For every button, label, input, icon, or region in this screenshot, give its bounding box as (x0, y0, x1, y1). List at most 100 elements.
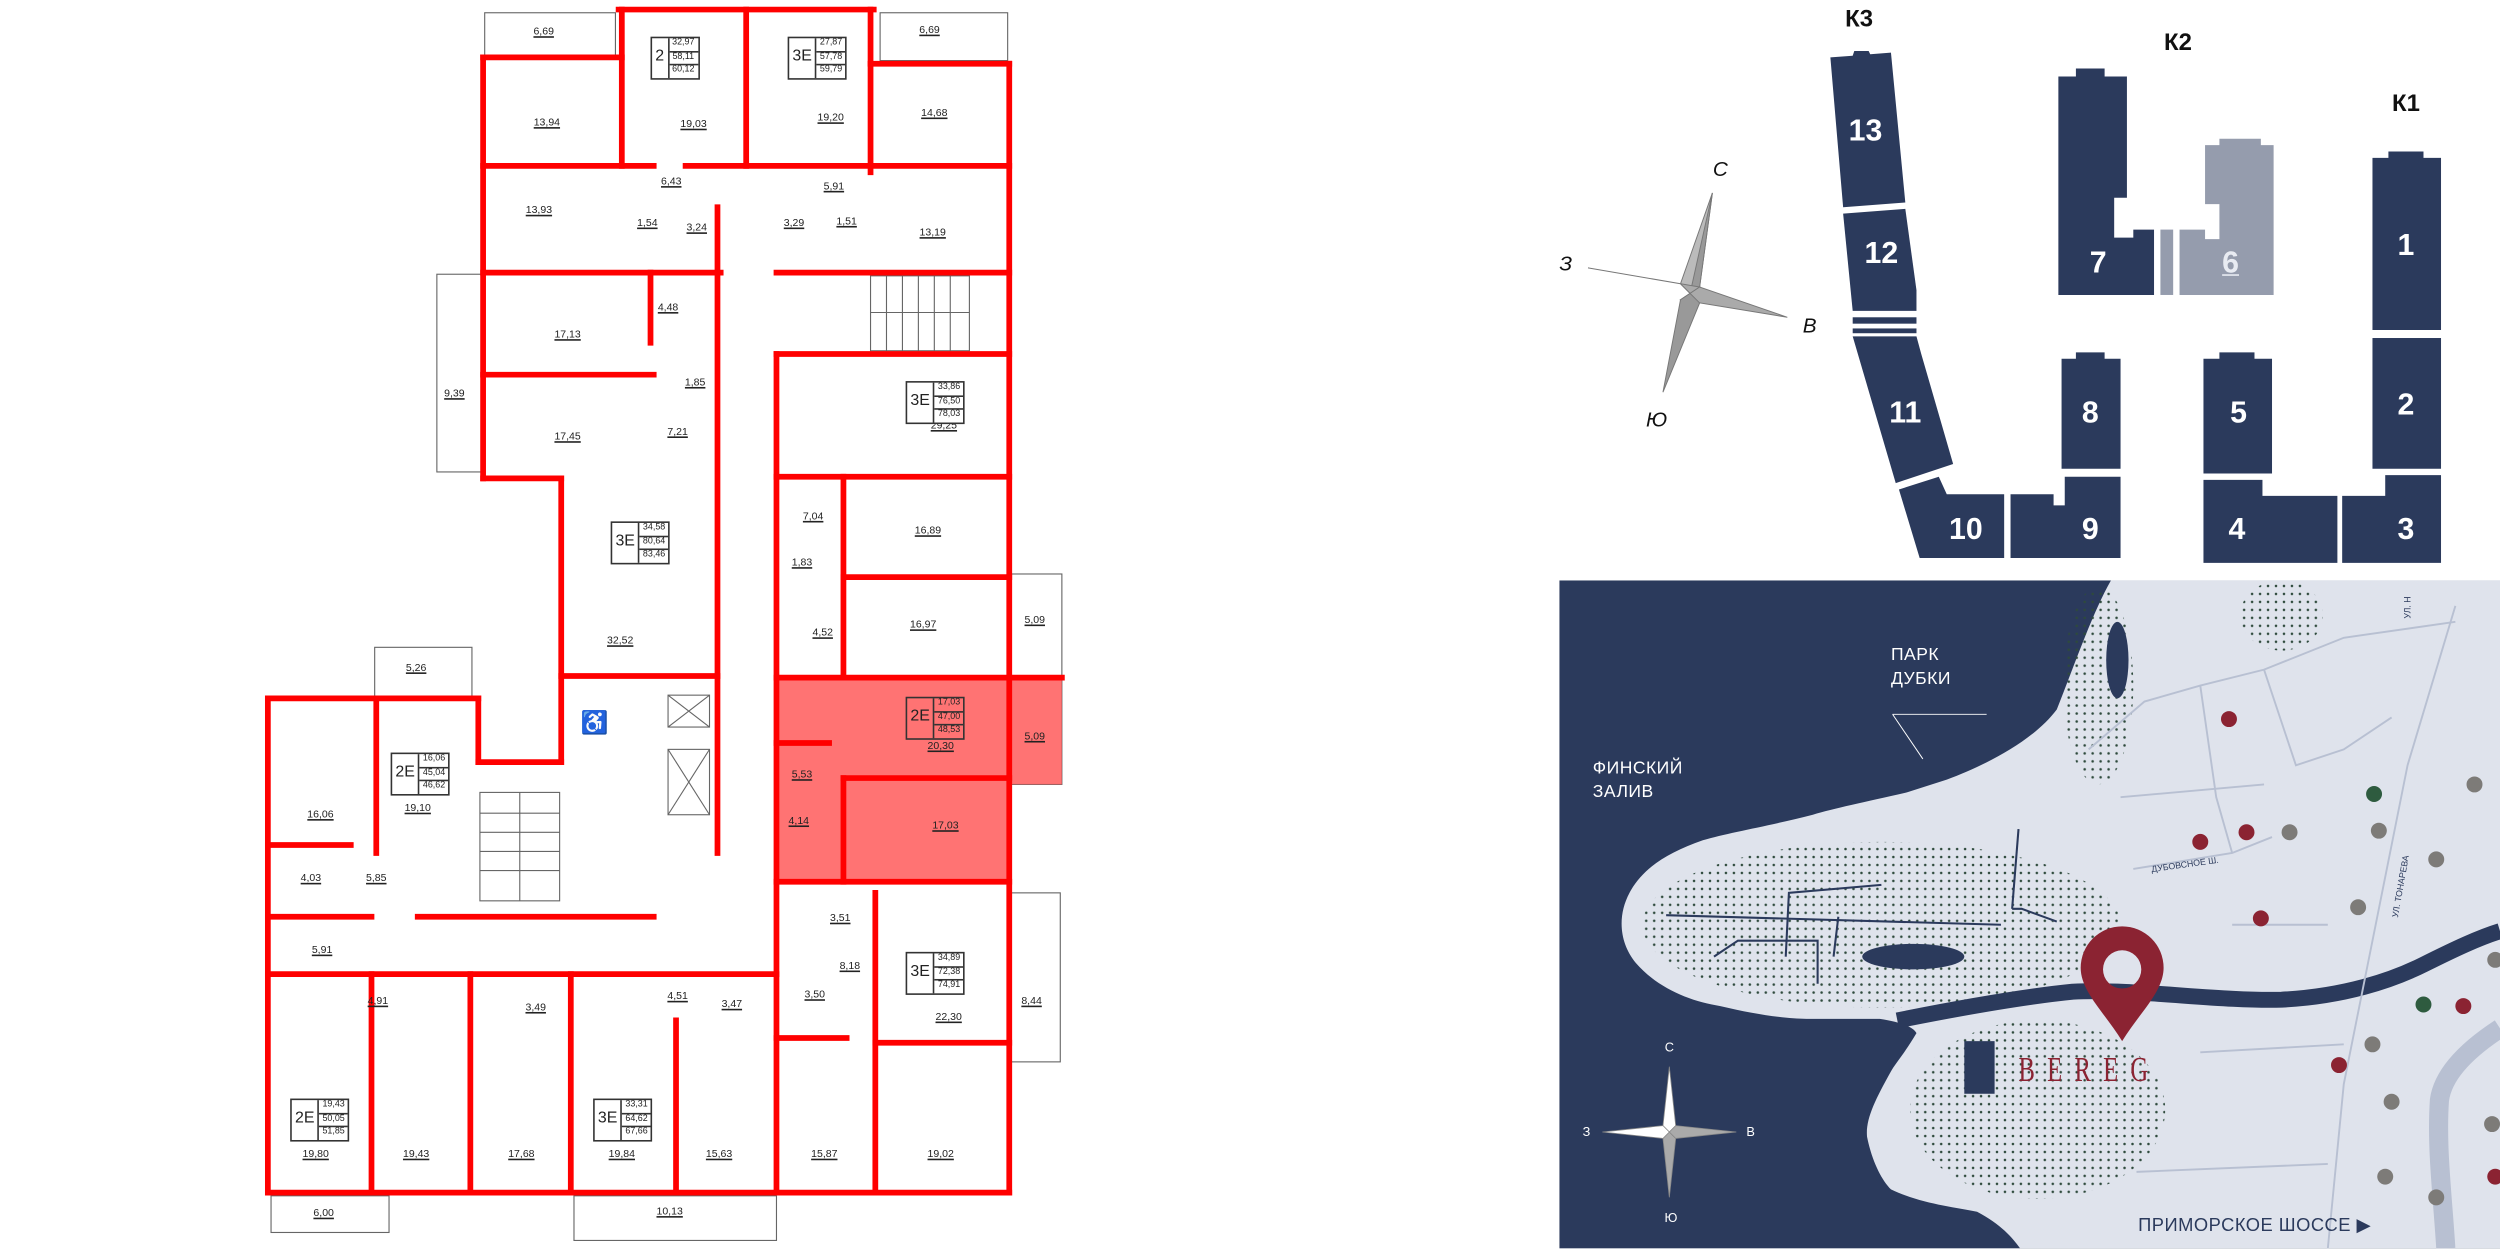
poi-markers (2192, 711, 2500, 1206)
building-11[interactable] (1852, 336, 1954, 484)
selected-apartment-balcony[interactable] (1009, 679, 1062, 785)
room-area: 15,87 (811, 1149, 838, 1161)
room-area: 17,45 (554, 431, 581, 443)
room-area: 5,09 (1024, 614, 1046, 627)
elevator (667, 694, 711, 816)
room-area: 3,24 (686, 222, 707, 234)
room-area: 19,80 (302, 1149, 329, 1161)
lake (1964, 1041, 1995, 1094)
living-area: 33,31 (622, 1100, 651, 1114)
room-area: 8,18 (839, 960, 861, 973)
room-area: 4,51 (667, 991, 688, 1003)
compass-east: В (1802, 313, 1817, 338)
room-area: 14,68 (921, 107, 948, 120)
queue-label-k2: К2 (2163, 29, 2192, 57)
apartment-type: 3E (612, 522, 640, 563)
building-7[interactable] (2058, 68, 2155, 295)
total-area-with-balcony: 74,91 (937, 980, 961, 991)
building-8[interactable] (2061, 352, 2121, 469)
room-area[interactable]: 20,30 (927, 740, 954, 753)
total-area-with-balcony: 60,12 (672, 65, 695, 76)
room-area: 8,44 (1021, 996, 1042, 1008)
selected-apartment-highlight[interactable] (776, 679, 1010, 884)
room-area: 1,54 (637, 217, 658, 230)
room-area: 4,03 (300, 873, 322, 885)
building-number: 10 (1949, 513, 1983, 547)
streets (2088, 605, 2457, 1249)
building-4[interactable] (2203, 479, 2338, 563)
apartment-type: 2 (652, 38, 669, 78)
building-5[interactable] (2203, 352, 2273, 474)
street-label: УЛ. Н (2404, 596, 2414, 619)
room-area: 4,52 (812, 627, 833, 639)
room-area: 3,51 (830, 913, 851, 925)
building-12[interactable] (1843, 208, 1917, 311)
room-area: 1,85 (684, 377, 706, 389)
room-area: 3,29 (783, 217, 805, 230)
room-area[interactable]: 17,03 (932, 820, 959, 832)
building-10[interactable] (1898, 476, 2005, 559)
room-area: 29,25 (930, 420, 958, 432)
room-area: 19,02 (927, 1149, 954, 1161)
room-area: 16,06 (307, 809, 334, 821)
building-2[interactable] (2372, 338, 2442, 469)
room-area: 13,19 (919, 227, 946, 239)
lake (1862, 943, 1965, 970)
total-area: 72,38 (934, 967, 964, 981)
building-3[interactable] (2342, 475, 2442, 563)
room-area: 22,30 (935, 1011, 962, 1024)
total-area-with-balcony: 83,46 (642, 550, 666, 560)
queue-label-k1: К1 (2391, 90, 2420, 118)
apartment-type: 2E (392, 754, 420, 794)
wheelchair-icon: ♿ (581, 709, 609, 735)
apartment-type: 3E (907, 382, 935, 423)
room-area[interactable]: 5,09 (1024, 731, 1046, 743)
compass-west: З (1559, 251, 1573, 276)
building-13[interactable] (1830, 51, 1906, 208)
room-area[interactable]: 5,53 (791, 769, 813, 781)
gulf-label-line: ЗАЛИВ (1592, 782, 1654, 802)
living-area: 34,58 (639, 523, 669, 537)
room-area: 4,91 (367, 996, 389, 1008)
room-area: 1,83 (791, 557, 813, 569)
building-number: 7 (2089, 247, 2107, 281)
building-1[interactable] (2372, 151, 2442, 331)
room-area: 3,50 (804, 989, 825, 1001)
room-area: 17,13 (554, 329, 581, 341)
room-area: 4,48 (657, 302, 679, 314)
living-area: 33,86 (934, 383, 964, 397)
room-area: 5,26 (405, 662, 427, 674)
compass-icon (1602, 1066, 1737, 1198)
compass-icon (1587, 192, 1788, 393)
room-area[interactable]: 4,14 (788, 815, 810, 828)
building-6-selected[interactable] (2179, 138, 2274, 295)
building-number: 8 (2081, 397, 2099, 431)
room-area: 5,91 (823, 181, 845, 193)
building-connector (1852, 317, 1917, 324)
room-area: 19,20 (817, 112, 844, 124)
balcony (270, 1195, 390, 1234)
brand-logo: BEREG (2018, 1049, 2161, 1089)
location-pin-icon[interactable] (2080, 926, 2164, 1042)
compass-west: З (1582, 1124, 1591, 1140)
room-area: 32,52 (607, 635, 634, 647)
building-9[interactable] (2010, 476, 2121, 559)
room-area: 5,85 (366, 873, 387, 885)
apartment-type: 3E (789, 38, 817, 78)
total-area-with-balcony: 46,62 (422, 781, 446, 792)
compass-east: В (1746, 1124, 1755, 1140)
